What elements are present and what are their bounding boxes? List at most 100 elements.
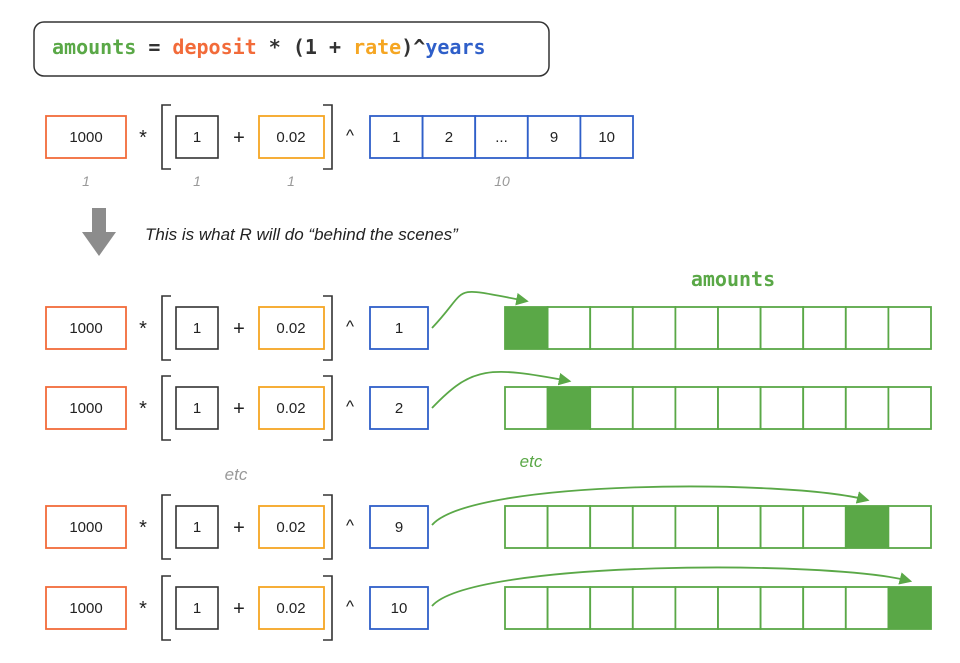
row-1: 1000*1+0.02^1 [45,290,932,361]
row-1-caret: ^ [346,317,354,336]
row-10-rate-value: 0.02 [276,600,305,617]
row-10: 1000*1+0.02^10 [45,566,932,641]
row-1-rate-box [258,306,325,350]
row-10-arrow [431,566,913,607]
row-9-left-bracket [161,494,171,560]
row-9: 1000*1+0.02^9 [45,485,932,560]
amounts-cell [631,306,677,350]
top-times: * [139,127,147,149]
row-2-rate-value: 0.02 [276,400,305,417]
row-9-caret: ^ [346,516,354,535]
amounts-cell [504,386,549,430]
top-base-value: 1 [193,129,201,146]
amounts-cell [631,505,677,549]
amounts-cell [717,586,762,630]
amounts-cell [802,505,847,549]
expanded-rows: 1000*1+0.02^11000*1+0.02^21000*1+0.02^91… [45,290,932,641]
formula-box: amounts = deposit * (1 + rate)^years [33,21,550,77]
row-1-plus: + [233,318,245,340]
row-2-left-bracket [161,375,171,441]
amounts-cell [717,386,762,430]
amounts-cell-filled [546,386,592,430]
row-9-right-bracket [323,494,333,560]
formula-deposit: deposit [172,35,256,59]
top-rate-value: 0.02 [276,129,305,146]
top-caret: ^ [346,126,354,145]
amounts-cell [589,306,634,350]
amounts-cell [759,586,805,630]
amounts-cell [504,505,549,549]
formula-one-plus: 1 + [305,35,353,59]
amounts-cell [546,586,592,630]
row-2-base-value: 1 [193,400,201,417]
top-deposit-value: 1000 [69,129,102,146]
amounts-cell [844,306,890,350]
row-9-base-box [175,505,219,549]
down-arrow-icon [82,208,116,256]
amounts-cell [589,505,634,549]
top-years-value: 1 [392,129,400,146]
row-10-years-cell [369,586,429,630]
top-deposit-box [45,115,127,159]
etc-left: etc [225,465,248,484]
row-9-years-cell [369,505,429,549]
top-years-value: 10 [598,129,615,146]
row-2-plus: + [233,398,245,420]
row-1-rate-value: 0.02 [276,320,305,337]
row-10-times: * [139,598,147,620]
row-1-right-bracket [323,295,333,361]
amounts-cell [717,306,762,350]
top-years-value: 2 [445,129,453,146]
row-9-rate-box [258,505,325,549]
amounts-cell [887,306,932,350]
row-1-deposit-box [45,306,127,350]
row-2-deposit-value: 1000 [69,400,102,417]
row-2-deposit-box [45,386,127,430]
row-10-plus: + [233,598,245,620]
row-10-base-box [175,586,219,630]
formula-years: years [425,35,485,59]
row-9-arrow [431,485,870,526]
amounts-cell [802,586,847,630]
row-2-right-bracket [323,375,333,441]
row-1-deposit-value: 1000 [69,320,102,337]
top-years-cell [579,115,634,159]
amounts-cell-filled [844,505,890,549]
row-9-deposit-box [45,505,127,549]
top-plus: + [233,127,245,149]
formula-equals: = [136,35,172,59]
top-right-bracket [323,104,333,170]
row-2-base-box [175,386,219,430]
caption: This is what R will do “behind the scene… [145,225,459,244]
amounts-cell [589,386,634,430]
amounts-cell [674,505,719,549]
row-9-times: * [139,517,147,539]
top-years-value: 9 [550,129,558,146]
amounts-cell [802,306,847,350]
row-10-deposit-value: 1000 [69,600,102,617]
row-2-years-cell [369,386,429,430]
amounts-cell [717,505,762,549]
amounts-cell [546,306,592,350]
formula-rate: rate [353,35,401,59]
row-9-rate-value: 0.02 [276,519,305,536]
amounts-cell [631,586,677,630]
row-10-base-value: 1 [193,600,201,617]
row-1-times: * [139,318,147,340]
row-10-left-bracket [161,575,171,641]
amounts-cell [504,586,549,630]
row-2-caret: ^ [346,397,354,416]
row-10-years-value: 10 [391,600,408,617]
row-9-base-value: 1 [193,519,201,536]
top-base-box [175,115,219,159]
amounts-cell [887,505,932,549]
amounts-cell [844,386,890,430]
amounts-cell [759,386,805,430]
top-years-cell [369,115,424,159]
row-2-years-value: 2 [395,400,403,417]
top-rate-box [258,115,325,159]
amounts-cell [674,586,719,630]
row-1-years-cell [369,306,429,350]
row-10-deposit-box [45,586,127,630]
